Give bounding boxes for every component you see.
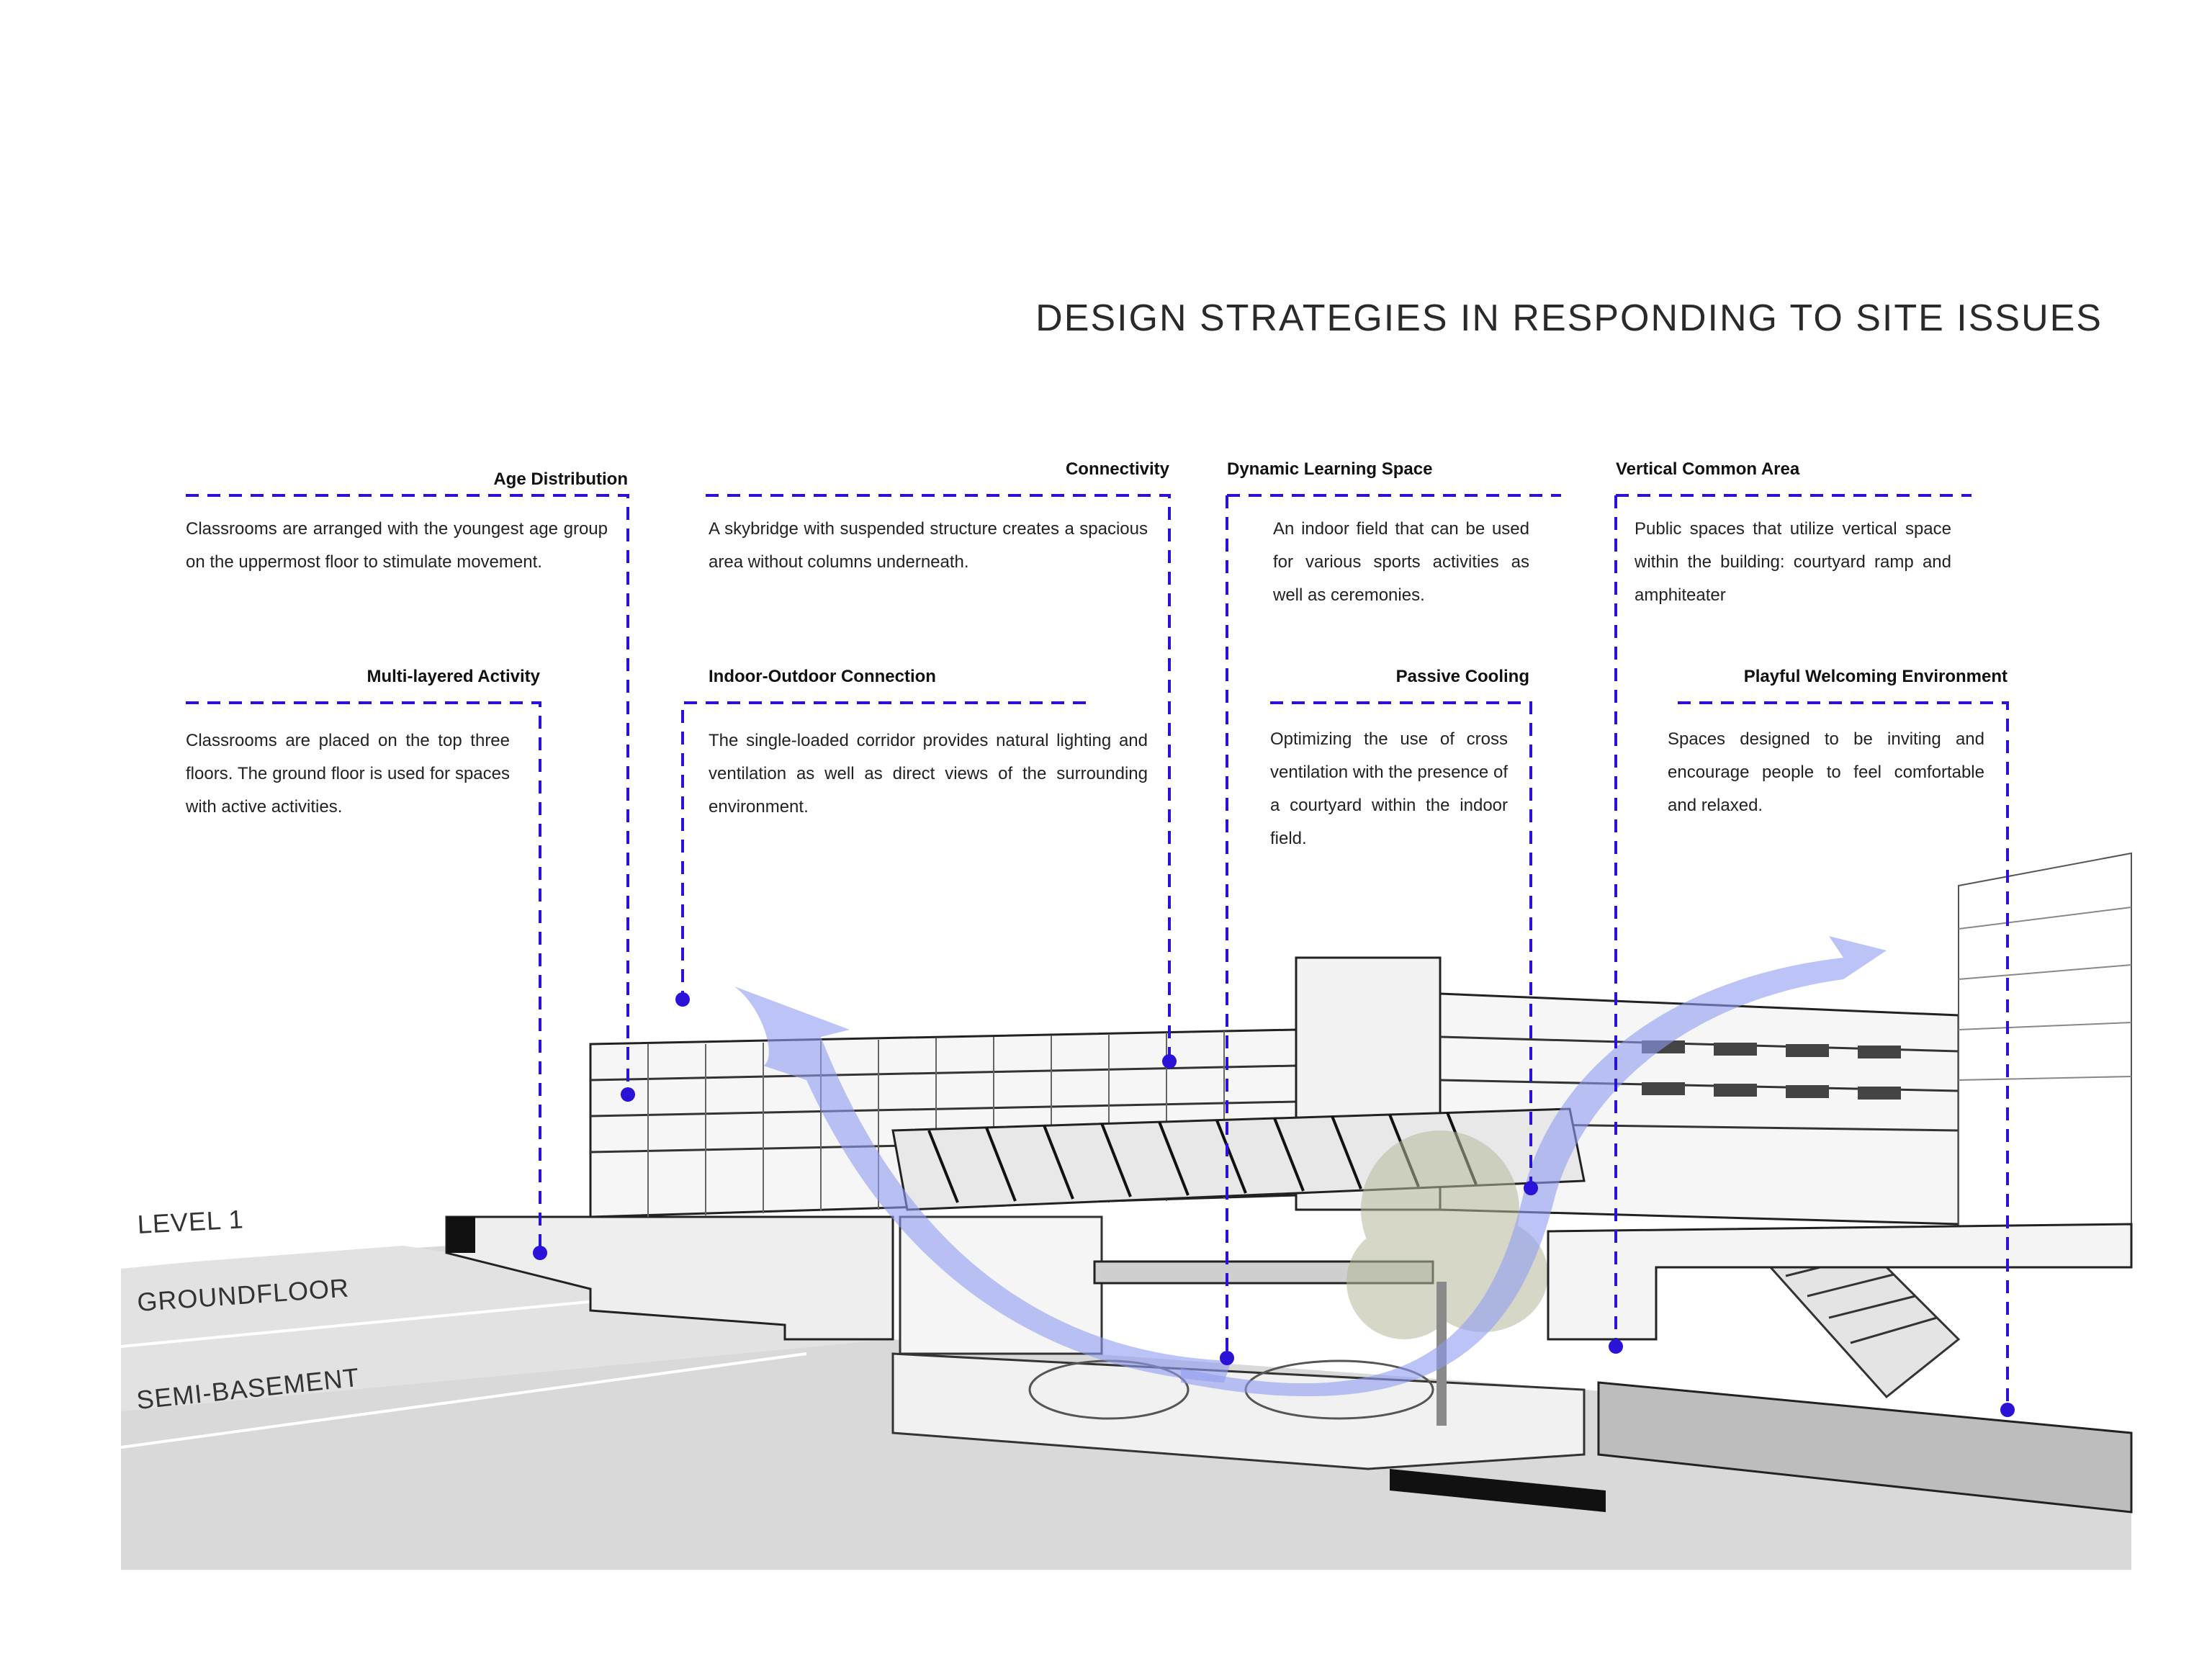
left-wing-dark-edge: [446, 1217, 475, 1253]
callout-endpoints: [533, 992, 2015, 1417]
callout-indoor-title: Indoor-Outdoor Connection: [709, 667, 936, 686]
sunken-field: [891, 1352, 1586, 1470]
callout-connectivity-title: Connectivity: [1065, 459, 1169, 479]
leader-passive: [1270, 701, 1532, 1188]
callout-vertical-text: Public spaces that utilize vertical spac…: [1635, 519, 1951, 605]
leader-playful: [1678, 701, 2009, 1411]
callout-age-title: Age Distribution: [493, 469, 628, 489]
courtyard-deck: [1547, 1223, 2133, 1341]
ground-plane-upper: [121, 1246, 893, 1411]
callout-playful-text: Spaces designed to be inviting and encou…: [1668, 729, 1984, 815]
groundfloor-line: [120, 1295, 649, 1348]
endpoint-playful: [2000, 1403, 2015, 1417]
level-label-level1: LEVEL 1: [136, 1204, 245, 1240]
callout-multilayer-text: Classrooms are placed on the top three f…: [186, 731, 510, 817]
endpoint-connectivity: [1162, 1054, 1177, 1069]
endpoint-indoor: [675, 992, 690, 1007]
page-title: DESIGN STRATEGIES IN RESPONDING TO SITE …: [1035, 297, 2103, 339]
callout-connectivity-text: A skybridge with suspended structure cre…: [709, 519, 1148, 572]
basement-wall: [1597, 1381, 2133, 1514]
circulation-arrow-right: [1181, 936, 1887, 1397]
callout-indoor-text: The single-loaded corridor provides natu…: [709, 731, 1148, 817]
endpoint-passive: [1524, 1181, 1538, 1195]
endpoint-dynamic: [1220, 1351, 1234, 1365]
leader-multilayer: [186, 701, 541, 1253]
leader-age: [186, 494, 629, 1102]
endpoint-age: [621, 1087, 635, 1102]
callout-passive-text: Optimizing the use of cross ventilation …: [1270, 729, 1508, 848]
left-wing-block: [445, 1215, 894, 1341]
basement-slab: [1390, 1469, 1606, 1512]
callout-leaders: [186, 494, 2009, 1411]
callout-vertical-title: Vertical Common Area: [1616, 459, 1800, 479]
leader-connectivity: [706, 494, 1171, 1066]
endpoint-multilayer: [533, 1246, 547, 1260]
right-tall-block-lines: [1958, 907, 2132, 1081]
classroom-wing-right: [1439, 992, 1960, 1226]
endpoint-vertical: [1609, 1339, 1623, 1354]
classroom-wing-left-mullions: [647, 1031, 1225, 1217]
callout-playful-title: Playful Welcoming Environment: [1743, 667, 2008, 686]
callout-dynamic-title: Dynamic Learning Space: [1227, 459, 1433, 479]
callout-multilayer-title: Multi-layered Activity: [367, 667, 540, 686]
callout-age-text: Classrooms are arranged with the younges…: [186, 519, 608, 572]
circulation-arrow-left: [734, 986, 1231, 1382]
callout-dynamic-text: An indoor field that can be used for var…: [1273, 519, 1529, 605]
semibasement-line: [120, 1352, 807, 1449]
level1-line: [120, 1236, 433, 1269]
callout-passive-title: Passive Cooling: [1395, 667, 1529, 686]
leader-indoor: [681, 701, 1086, 1001]
